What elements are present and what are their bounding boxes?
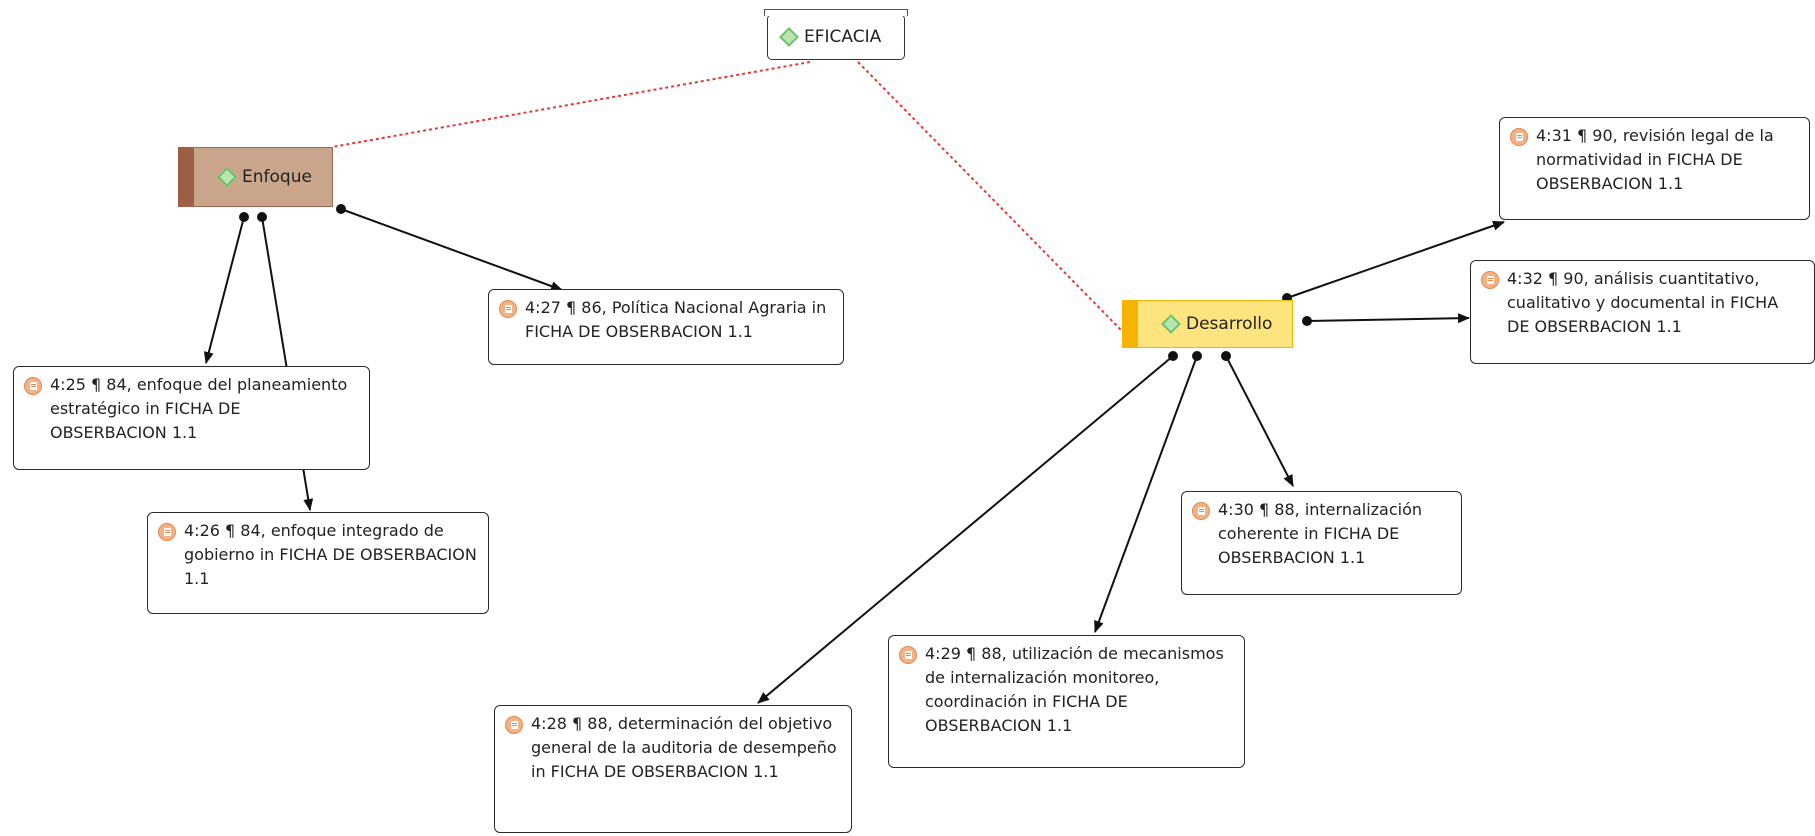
code-diamond-icon bbox=[1161, 314, 1181, 334]
link-enfoque-q27[interactable] bbox=[340, 208, 563, 291]
quotation-icon bbox=[505, 716, 523, 734]
quotation-icon bbox=[499, 300, 517, 318]
quotation-node-4-32[interactable]: 4:32 ¶ 90, análisis cuantitativo, cualit… bbox=[1470, 260, 1815, 364]
code-node-desarrollo[interactable]: Desarrollo bbox=[1122, 300, 1293, 348]
quotation-node-4-25[interactable]: 4:25 ¶ 84, enfoque del planeamiento estr… bbox=[13, 366, 370, 470]
quotation-text: 4:29 ¶ 88, utilización de mecanismos de … bbox=[925, 644, 1224, 735]
quotation-text: 4:28 ¶ 88, determinación del objetivo ge… bbox=[531, 714, 837, 781]
link-eficacia-desarrollo[interactable] bbox=[857, 61, 1123, 332]
link-desarrollo-q28[interactable] bbox=[757, 355, 1174, 704]
quotation-icon bbox=[1192, 502, 1210, 520]
link-enfoque-q25[interactable] bbox=[203, 216, 245, 364]
endpoint-dot bbox=[1221, 351, 1231, 361]
quotation-icon bbox=[899, 646, 917, 664]
quotation-node-4-28[interactable]: 4:28 ¶ 88, determinación del objetivo ge… bbox=[494, 705, 852, 833]
code-node-enfoque[interactable]: Enfoque bbox=[178, 147, 333, 207]
link-desarrollo-q30[interactable] bbox=[1225, 355, 1294, 487]
endpoint-dot bbox=[239, 212, 249, 222]
quotation-node-4-31[interactable]: 4:31 ¶ 90, revisión legal de la normativ… bbox=[1499, 117, 1810, 220]
endpoint-dot bbox=[1168, 351, 1178, 361]
link-desarrollo-q29[interactable] bbox=[1094, 355, 1198, 633]
link-endpoints bbox=[239, 204, 1312, 361]
quotation-text: 4:26 ¶ 84, enfoque integrado de gobierno… bbox=[184, 521, 477, 588]
endpoint-dot bbox=[1192, 351, 1202, 361]
quotation-text: 4:27 ¶ 86, Política Nacional Agraria in … bbox=[525, 298, 827, 341]
endpoint-dot bbox=[336, 204, 346, 214]
code-diamond-icon bbox=[779, 27, 799, 47]
code-label: Enfoque bbox=[242, 167, 312, 187]
quotation-text: 4:31 ¶ 90, revisión legal de la normativ… bbox=[1536, 126, 1774, 193]
quotation-text: 4:32 ¶ 90, análisis cuantitativo, cualit… bbox=[1507, 269, 1779, 336]
link-desarrollo-q32[interactable] bbox=[1306, 313, 1470, 324]
quotation-node-4-30[interactable]: 4:30 ¶ 88, internalización coherente in … bbox=[1181, 491, 1462, 595]
dotted-links bbox=[331, 61, 1123, 332]
code-label: EFICACIA bbox=[804, 27, 882, 47]
quotation-icon bbox=[1481, 271, 1499, 289]
link-eficacia-enfoque[interactable] bbox=[331, 61, 811, 148]
code-diamond-icon bbox=[217, 167, 237, 187]
quotation-node-4-29[interactable]: 4:29 ¶ 88, utilización de mecanismos de … bbox=[888, 635, 1245, 768]
quotation-text: 4:25 ¶ 84, enfoque del planeamiento estr… bbox=[50, 375, 348, 442]
endpoint-dot bbox=[257, 212, 267, 222]
code-label: Desarrollo bbox=[1186, 314, 1273, 334]
endpoint-dot bbox=[1302, 316, 1312, 326]
quotation-icon bbox=[1510, 128, 1528, 146]
link-desarrollo-q31[interactable] bbox=[1286, 220, 1505, 299]
arrow-links bbox=[203, 208, 1505, 704]
quotation-icon bbox=[24, 377, 42, 395]
quotation-node-4-27[interactable]: 4:27 ¶ 86, Política Nacional Agraria in … bbox=[488, 289, 844, 365]
quotation-text: 4:30 ¶ 88, internalización coherente in … bbox=[1218, 500, 1423, 567]
quotation-icon bbox=[158, 523, 176, 541]
code-node-eficacia[interactable]: EFICACIA bbox=[764, 9, 908, 60]
quotation-node-4-26[interactable]: 4:26 ¶ 84, enfoque integrado de gobierno… bbox=[147, 512, 489, 614]
